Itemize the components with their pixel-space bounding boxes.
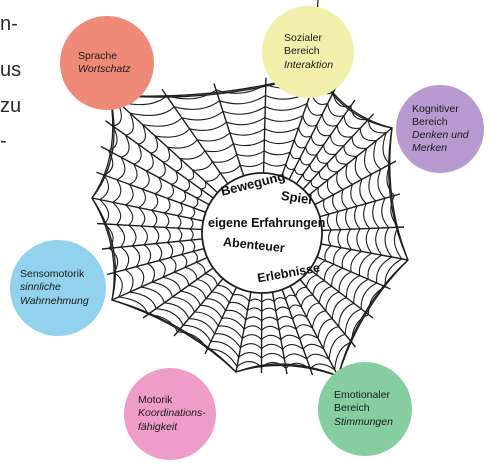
web-spoke [105,120,214,199]
web-spoke [271,291,288,375]
web-spoke [96,171,206,213]
web-spoke [106,247,205,276]
bubble-sozial-subtitle: Interaktion [284,58,334,71]
bubble-sozial-title-2: Bereich [284,45,320,58]
web-spoke [316,256,391,290]
web-spoke [109,94,219,194]
web-spoke [321,226,405,232]
bubble-motorik-title: Motorik [138,394,173,407]
bubble-sozial-title-1: Sozialer [284,32,322,45]
web-spoke [91,197,204,222]
bubble-motorik-subtitle-2: fähigkeit [138,420,178,433]
bubble-emotionaler-bereich: Emotionaler Bereich Stimmungen [318,362,412,456]
bubble-sprache: Sprache Wortschatz [60,16,154,110]
web-spoke [161,88,229,185]
web-spoke [319,193,401,218]
web-spoke [142,267,214,319]
web-spoke [299,278,357,348]
left-text-fragment: us [0,59,22,81]
web-spoke [289,285,339,377]
left-text-fragment: - [0,130,7,152]
web-spoke [295,99,356,185]
bubble-motorik: Motorik Koordinations- fähigkeit [124,368,216,460]
web-spoke [173,278,224,337]
bubble-sensomotorik-subtitle-2: Wahrnehmung [20,294,89,307]
left-text-fragment: zu [0,95,22,117]
web-spoke [235,291,252,373]
web-spoke [100,145,210,206]
web-spoke [281,289,314,376]
bubble-sprache-title: Sprache [78,49,118,62]
bubble-kognitiv-title-2: Bereich [412,115,448,128]
web-spoke [213,83,245,177]
web-spokes [91,71,409,377]
web-spoke [302,113,375,190]
web-spoke [320,243,409,261]
bubble-emotional-subtitle: Stimmungen [334,415,393,428]
web-spoke [309,268,374,319]
bubble-kognitiver-bereich: Kognitiver Bereich Denken und Merken [396,85,484,173]
web-spoke [204,286,238,355]
bubble-kognitiv-subtitle-2: Merken [412,142,448,155]
bubble-emotional-title-1: Emotionaler [334,389,391,402]
bubble-emotional-title-2: Bereich [334,402,370,415]
bubble-sensomotorik: Sensomotorik sinnliche Wahrnehmung [10,240,106,336]
left-text-fragment: n- [0,13,18,35]
bubble-kognitiv-title-1: Kognitiver [412,102,459,115]
center-word-eigene-erfahrungen: eigene Erfahrungen [208,216,326,230]
web-spoke [262,77,267,174]
web-spoke [111,256,208,301]
web-spoke [96,222,203,231]
web-spoke [288,85,338,180]
web-spoke [314,160,397,206]
bubble-kognitiv-subtitle-1: Denken und [412,129,469,141]
bubble-motorik-subtitle-1: Koordinations- [138,407,206,420]
web-spoke [101,238,203,250]
web-center-circle [201,172,323,294]
bubble-sozialer-bereich: Sozialer Bereich Interaktion [262,6,354,98]
bubble-sensomotorik-subtitle-1: sinnliche [20,281,61,294]
bubble-sensomotorik-title: Sensomotorik [20,268,85,281]
web-spoke [308,127,393,196]
bubble-sprache-subtitle: Wortschatz [78,63,131,75]
